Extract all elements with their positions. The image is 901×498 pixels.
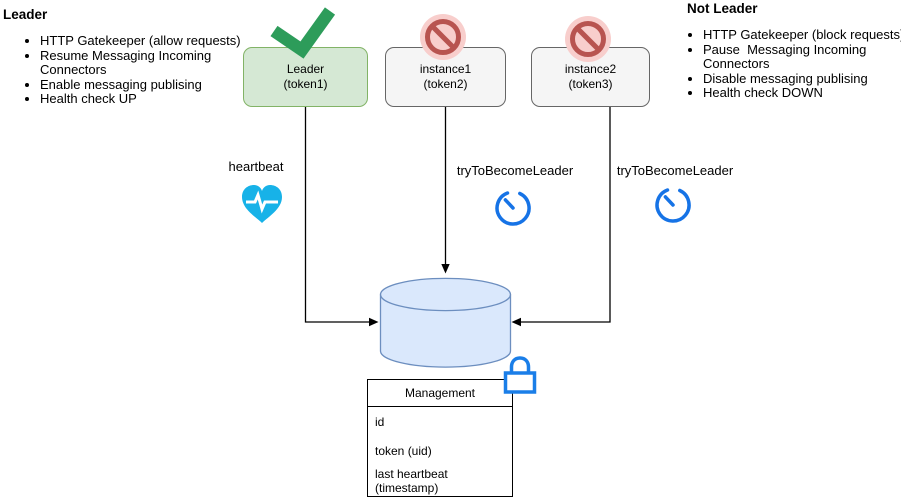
try-to-become-leader-label: tryToBecomeLeader <box>616 163 734 178</box>
node-instance2-token: (token3) <box>568 77 613 91</box>
node-leader-label: Leader <box>286 62 325 76</box>
timer-icon <box>495 191 531 226</box>
list-item: Health check DOWN <box>703 86 901 101</box>
try-to-become-leader-label: tryToBecomeLeader <box>456 163 574 178</box>
node-instance1-label: instance1 <box>419 62 472 76</box>
not-leader-notes-list: HTTP Gatekeeper (block requests) Pause M… <box>687 27 901 101</box>
not-leader-notes-title: Not Leader <box>687 1 758 16</box>
timer-icon <box>655 188 691 223</box>
arrowhead-right <box>369 317 379 327</box>
heartbeat-icon <box>242 185 282 223</box>
table-row: id <box>375 414 385 429</box>
check-icon <box>270 7 336 59</box>
management-table: Management id token (uid) last heartbeat… <box>367 379 513 497</box>
table-row: last heartbeat (timestamp) <box>375 466 448 495</box>
table-row: token (uid) <box>375 444 432 459</box>
node-instance1-token: (token2) <box>423 77 468 91</box>
arrowhead-down <box>441 264 450 274</box>
list-item: Health check UP <box>40 92 245 107</box>
list-item: HTTP Gatekeeper (block requests) <box>703 27 901 43</box>
not-leader-notes-panel: Not Leader HTTP Gatekeeper (block reques… <box>687 1 901 101</box>
list-item: Disable messaging publising <box>703 71 901 87</box>
arrowhead-left <box>511 317 521 327</box>
node-instance1: instance1 (token2) <box>385 47 506 107</box>
leader-notes-title: Leader <box>3 7 48 22</box>
node-instance2-label: instance2 <box>564 62 617 76</box>
database-cylinder <box>379 277 512 368</box>
heartbeat-label: heartbeat <box>228 159 284 174</box>
list-item: HTTP Gatekeeper (allow requests) <box>40 33 245 49</box>
no-entry-icon <box>420 14 466 60</box>
list-item: Enable messaging publising <box>40 77 245 93</box>
management-table-title: Management <box>368 380 512 407</box>
list-item: Resume Messaging Incoming Connectors <box>40 48 245 78</box>
leader-notes-panel: Leader HTTP Gatekeeper (allow requests) … <box>3 7 245 107</box>
no-entry-icon <box>565 16 611 62</box>
list-item: Pause Messaging Incoming Connectors <box>703 42 901 72</box>
node-leader-token: (token1) <box>283 77 328 91</box>
leader-notes-list: HTTP Gatekeeper (allow requests) Resume … <box>3 33 245 107</box>
lock-icon <box>503 356 537 394</box>
edge-leader-db <box>304 107 369 323</box>
